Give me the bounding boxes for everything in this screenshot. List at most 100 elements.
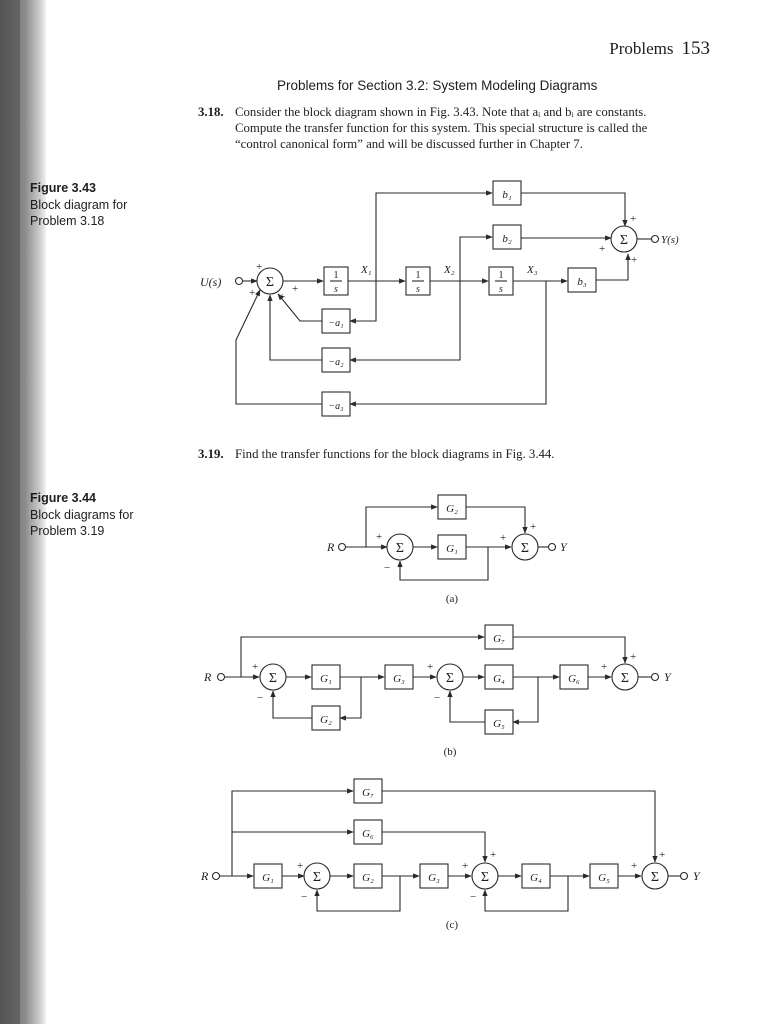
output-terminal [650,234,660,244]
sign-plus: + [249,287,255,299]
gain-block-b2 [492,224,522,250]
problem-text-line: Compute the transfer function for this s… [235,121,648,135]
sign-plus: + [297,860,303,872]
figure-caption-3-44: Figure 3.44 Block diagrams for Problem 3… [30,490,134,540]
figure-3-44a-diagram: R Σ + − G₁ G₂ Σ + + Y (a) [326,494,568,605]
figure-caption-3-43: Figure 3.43 Block diagram for Problem 3.… [30,180,127,230]
sign-plus: + [256,261,262,273]
sign-plus: + [500,532,506,544]
block-label: b₂ [502,233,512,245]
integrator-den: s [334,284,338,295]
figure-3-43-diagram: U(s) Σ + + + + 1 s X₁ 1 s X₂ 1 s X₃ b₃ b… [200,180,679,417]
output-label: Y [693,869,701,883]
sum-symbol: Σ [521,541,529,556]
block-g6 [353,819,383,845]
sign-plus: + [490,849,496,861]
block-g4 [484,664,514,690]
input-terminal [234,276,244,286]
sign-minus: − [301,891,307,903]
sum-symbol: Σ [313,870,321,885]
block-label: G₇ [493,633,505,645]
block-g2 [353,863,383,889]
input-label: U(s) [200,275,221,289]
sum-symbol: Σ [396,541,404,556]
figure-label: Figure 3.44 [30,491,96,505]
header-title: Problems [609,39,674,58]
sign-plus: + [659,849,665,861]
gain-block-a1 [321,308,351,334]
block-label: −a₁ [328,318,343,329]
gain-block-a3 [321,391,351,417]
sum-symbol: Σ [651,870,659,885]
block-label: G₁ [262,872,274,884]
integrator-den: s [499,284,503,295]
block-label: G₆ [568,673,580,685]
problem-text-line: “control canonical form” and will be dis… [235,137,583,151]
sign-plus: + [631,254,637,266]
block-label: G₃ [428,872,440,884]
sum-symbol: Σ [269,671,277,686]
section-title: Problems for Section 3.2: System Modelin… [277,78,598,93]
sign-plus: + [630,651,636,663]
problem-number: 3.18. [198,105,224,119]
integrator-num: 1 [499,270,504,281]
block-label: −a₃ [328,401,344,412]
input-label: R [203,670,212,684]
block-label: G₅ [493,718,505,730]
block-label: G₂ [446,503,458,515]
output-label: Y [664,670,672,684]
caption-line: Block diagrams for [30,507,134,522]
subfigure-label: (c) [446,919,459,931]
sign-plus: + [292,283,298,295]
sign-minus: − [384,562,390,574]
block-label: G₁ [320,673,332,685]
sign-plus: + [427,661,433,673]
figure-label: Figure 3.43 [30,181,96,195]
block-g2 [437,494,467,520]
block-label: G₂ [320,714,332,726]
state-label-x3: X₃ [526,264,538,276]
output-label: Y(s) [661,234,679,246]
block-label: G₃ [393,673,405,685]
integrator-den: s [416,284,420,295]
caption-line: Problem 3.19 [30,524,105,538]
problem-3-19: 3.19. Find the transfer functions for th… [198,446,713,462]
state-label-x2: X₂ [443,264,455,276]
running-header: Problems 153 [609,38,710,60]
block-label: G₇ [362,787,374,799]
block-label: G₆ [362,828,374,840]
input-label: R [326,540,335,554]
sign-plus: + [462,860,468,872]
block-g5 [589,863,619,889]
block-g3 [384,664,414,690]
sign-plus: + [530,521,536,533]
sign-plus: + [376,531,382,543]
sum-symbol: Σ [620,233,628,248]
figure-3-44c-diagram: R G₁ Σ + − G₂ G₃ Σ + + − G₄ G₅ Σ + + [200,778,701,931]
caption-line: Problem 3.18 [30,214,105,228]
block-label: G₄ [530,872,542,884]
input-label: R [200,869,209,883]
sign-plus: + [630,213,636,225]
block-g1 [253,863,283,889]
book-spine-dark [0,0,20,1024]
block-label: G₂ [362,872,374,884]
sum-symbol: Σ [481,870,489,885]
sign-minus: − [257,692,263,704]
gain-block-b1 [492,180,522,206]
block-label: b₁ [502,189,512,201]
block-g3 [419,863,449,889]
sum-symbol: Σ [621,671,629,686]
sum-symbol: Σ [266,275,274,290]
sign-plus: + [601,661,607,673]
page-number: 153 [681,38,711,59]
state-label-x1: X₁ [360,264,372,276]
block-g4 [521,863,551,889]
figure-3-44b-diagram: R Σ + − G₁ G₂ G₃ Σ + − G₄ G₅ G₆ G₇ [203,624,672,758]
gain-block-a2 [321,347,351,373]
block-label: G₅ [598,872,610,884]
sign-minus: − [434,692,440,704]
sign-plus: + [252,661,258,673]
block-label: −a₂ [328,357,344,368]
